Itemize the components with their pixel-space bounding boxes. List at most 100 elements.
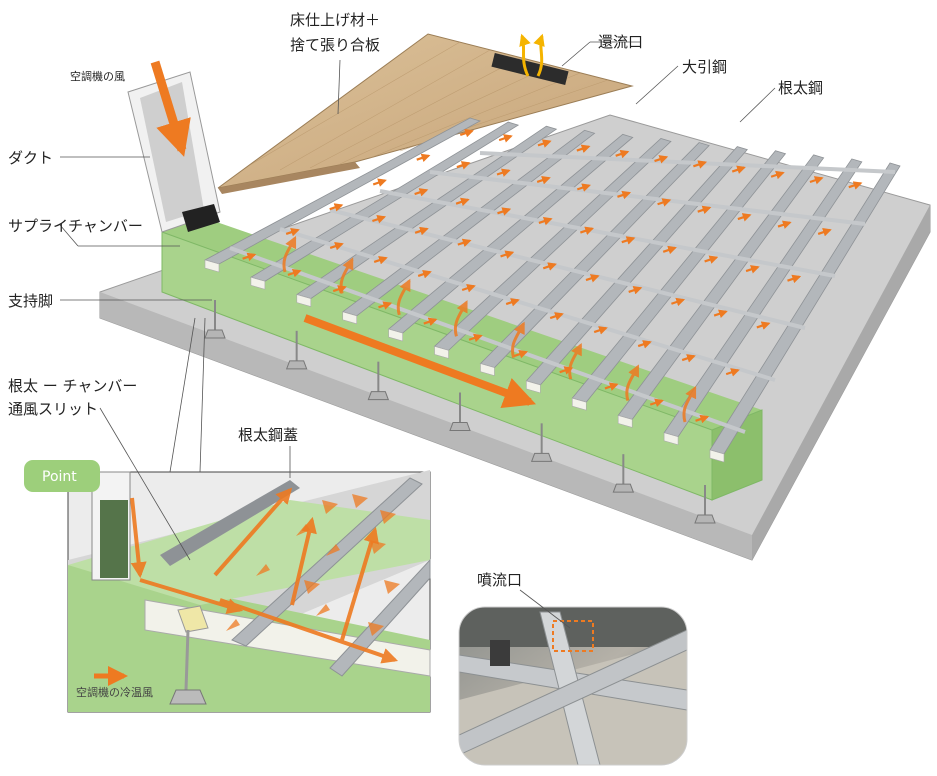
airflow-arrow	[456, 161, 471, 170]
main-beam-label: 大引鋼	[682, 58, 727, 76]
joist-end-cap	[480, 363, 495, 377]
main-beam	[429, 170, 866, 226]
slit-airflow-arrow	[282, 235, 297, 273]
airflow-arrow	[461, 284, 476, 293]
joist-end-cap	[388, 328, 403, 342]
flooring-label-line2: 捨て張り合板	[290, 36, 380, 54]
airflow-arrow	[604, 382, 619, 391]
airflow-arrow	[457, 238, 472, 248]
airflow-arrow	[329, 241, 344, 251]
airflow-arrow	[414, 226, 429, 236]
joist-grid	[203, 117, 901, 463]
airflow-arrow	[809, 176, 824, 185]
airflow-arrow	[713, 309, 728, 318]
airflow-arrow	[725, 368, 740, 377]
support-legs	[204, 300, 716, 524]
joist-end-cap	[434, 345, 449, 359]
slit-label-line2: 通風スリット	[8, 400, 98, 418]
support-leg-foot	[612, 483, 635, 493]
ac-wind-arrow	[150, 60, 191, 157]
joist-label: 根太鋼	[778, 79, 823, 97]
slit-airflow-arrow	[453, 300, 468, 337]
airflow-arrow	[628, 285, 643, 295]
point-badge-label: Point	[42, 469, 77, 485]
airflow-arrow	[585, 274, 600, 283]
flooring-board	[217, 33, 634, 194]
main-beam	[379, 189, 836, 278]
airflow-arrow	[496, 168, 511, 177]
airflow-arrow	[593, 326, 608, 335]
support-leg-foot	[285, 360, 308, 370]
main-beam	[479, 151, 896, 174]
support-leg-foot	[449, 422, 471, 431]
airflow-arrow	[848, 181, 863, 190]
airflow-arrow	[777, 220, 792, 229]
supply-chamber-label: サプライチャンバー	[8, 217, 143, 235]
airflow-arrow	[617, 190, 632, 200]
airflow-arrow	[373, 256, 388, 265]
airflow-arrows	[242, 128, 863, 424]
airflow-arrow	[500, 250, 515, 259]
chamber-flow-arrow	[303, 314, 536, 409]
slit-airflow-arrow	[625, 364, 640, 401]
airflow-arrow	[329, 203, 344, 212]
airflow-arrow	[576, 144, 591, 153]
airflow-arrow	[549, 312, 564, 321]
joist-end-cap	[663, 432, 679, 446]
slit-airflow-arrow	[682, 385, 697, 423]
airflow-arrow	[538, 216, 553, 226]
leader-lines	[59, 41, 776, 629]
airflow-arrow	[704, 255, 719, 264]
outlet-photo	[459, 607, 687, 765]
airflow-arrow	[514, 350, 529, 359]
airflow-arrow	[657, 198, 672, 207]
airflow-arrow	[649, 398, 664, 408]
slit-airflow-arrow	[396, 278, 411, 316]
joist-end-cap	[342, 311, 358, 325]
slit-label-line1: 根太 ー チャンバー	[8, 377, 137, 395]
airflow-arrow	[414, 188, 429, 197]
airflow-arrow	[737, 213, 752, 222]
support-leg-foot	[204, 329, 226, 339]
airflow-arrow	[372, 178, 387, 187]
airflow-arrow	[468, 333, 483, 343]
airflow-arrow	[621, 236, 636, 245]
support-leg-foot	[367, 391, 390, 401]
airflow-arrow	[285, 227, 300, 237]
outlet-label: 噴流口	[477, 571, 522, 589]
airflow-arrow	[497, 207, 512, 216]
slit-airflow-arrow	[568, 342, 583, 380]
point-badge	[24, 460, 100, 492]
airflow-arrow	[372, 215, 387, 224]
airflow-arrow	[505, 298, 520, 307]
joist-end-cap	[296, 294, 312, 307]
airflow-arrow	[378, 301, 393, 310]
support-leg-foot	[530, 452, 553, 462]
support-leg-foot	[694, 514, 716, 524]
airflow-arrow	[498, 134, 513, 143]
airflow-arrow	[662, 245, 677, 255]
airflow-arrow	[681, 354, 696, 363]
airflow-arrow	[423, 317, 438, 326]
return-vent-grille	[491, 53, 569, 85]
airflow-arrow	[697, 205, 712, 215]
airflow-arrow	[416, 153, 431, 163]
joist-end-cap	[204, 259, 220, 273]
flooring-label-line1: 床仕上げ材＋	[290, 11, 380, 29]
airflow-arrow	[287, 268, 302, 278]
return-vent-label: 還流口	[598, 33, 643, 51]
slit-airflow-arrow	[339, 257, 354, 294]
airflow-arrow	[671, 297, 686, 307]
airflow-arrow	[242, 252, 257, 262]
airflow-arrow	[817, 228, 832, 237]
airflow-arrow	[756, 321, 771, 330]
ac-wind-label: 空調機の風	[70, 69, 125, 83]
airflow-arrow	[536, 175, 551, 185]
duct-label: ダクト	[8, 149, 53, 167]
legend-label: 空調機の冷温風	[76, 685, 153, 699]
point-inset	[67, 470, 431, 713]
airflow-arrow	[579, 226, 595, 235]
joist-end-cap	[617, 415, 633, 428]
airflow-arrow	[576, 183, 591, 192]
